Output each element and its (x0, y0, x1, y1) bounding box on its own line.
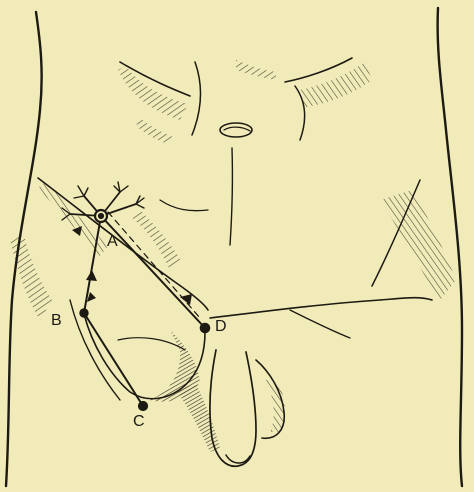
linea-alba (230, 148, 232, 245)
label-point-a: A (107, 234, 118, 250)
inguinal-line (38, 178, 208, 310)
abdomen-contour-left (192, 62, 201, 135)
label-point-b: B (51, 313, 62, 329)
lower-abdomen-crease (210, 298, 432, 318)
label-point-c: C (133, 414, 145, 430)
point-c (138, 401, 147, 410)
point-d (200, 323, 210, 333)
shading (10, 60, 456, 452)
left-thigh-line (70, 300, 120, 400)
point-b (80, 309, 88, 317)
abdomen-contour-mid-left (160, 200, 208, 211)
arrowhead-ab (86, 270, 97, 281)
label-point-d: D (215, 319, 227, 335)
